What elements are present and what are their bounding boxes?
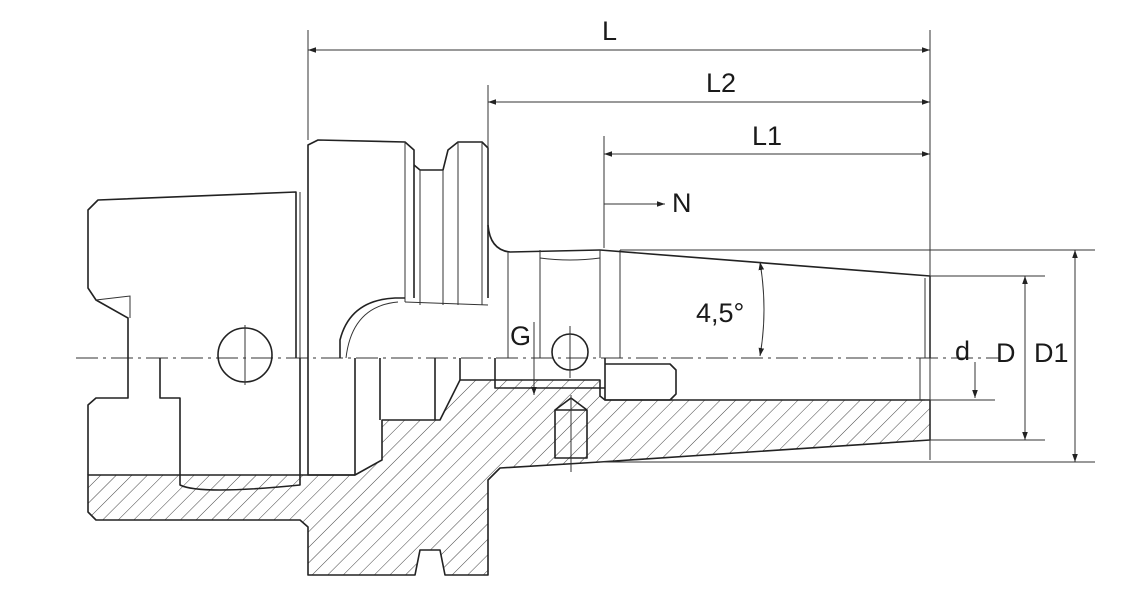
section-hatch [87, 379, 931, 576]
label-angle: 4,5° [696, 298, 744, 328]
upper-half-view [87, 139, 931, 385]
label-D: D [996, 338, 1016, 368]
dim-arc-angle [758, 261, 765, 357]
lower-half-section [87, 358, 931, 576]
label-L2: L2 [706, 68, 736, 98]
label-L1: L1 [752, 121, 782, 151]
label-G: G [510, 321, 531, 351]
labels: L L2 L1 N 4,5° G d D D1 [510, 16, 1069, 368]
label-N: N [672, 188, 692, 218]
label-d: d [955, 336, 970, 366]
dimensions [307, 30, 1095, 463]
label-L: L [602, 16, 617, 46]
label-D1: D1 [1034, 338, 1069, 368]
